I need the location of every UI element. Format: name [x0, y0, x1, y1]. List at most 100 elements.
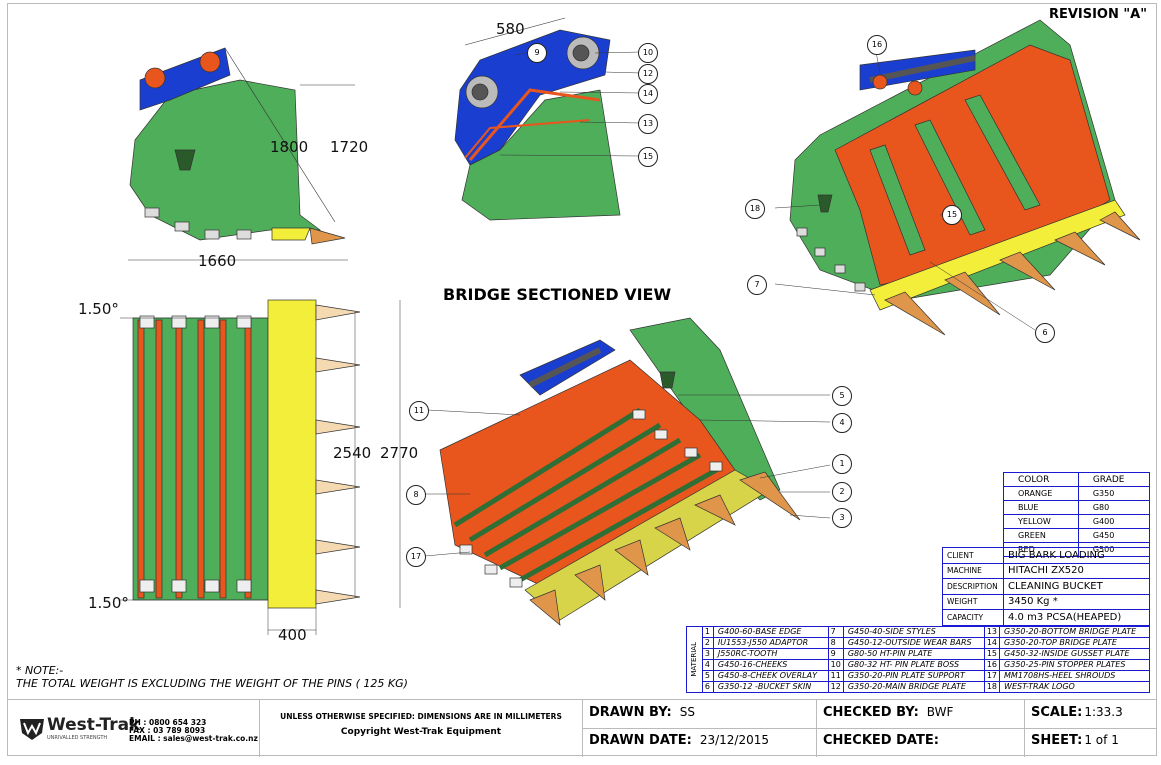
side-view: [128, 47, 355, 261]
grade-cell: G80: [1077, 500, 1151, 515]
item-number: 13: [983, 626, 1001, 638]
callout-2: 2: [832, 482, 852, 502]
item-desc: G350-20-PIN PLATE SUPPORT: [842, 670, 985, 682]
item-desc: G350-25-PIN STOPPER PLATES: [999, 659, 1150, 671]
info-value: HITACHI ZX520: [1003, 562, 1150, 579]
callout-10: 10: [638, 43, 658, 63]
plan-view: [120, 299, 401, 635]
phone: PH : 0800 654 323: [129, 718, 207, 727]
callout-17: 17: [406, 547, 426, 567]
item-desc: G450-16-CHEEKS: [712, 659, 829, 671]
item-desc: MM1708HS-HEEL SHROUDS: [999, 670, 1150, 682]
checked-by-value: BWF: [926, 705, 954, 719]
dim-height-inner: 1720: [330, 138, 369, 156]
fax: FAX : 03 789 8093: [129, 726, 206, 735]
item-number: 9: [827, 648, 844, 660]
item-desc: IU1553-J550 ADAPTOR: [712, 637, 829, 649]
company-logo-text: West-Trak: [47, 715, 141, 735]
callout-5: 5: [832, 386, 852, 406]
item-number: 5: [701, 670, 714, 682]
info-value: CLEANING BUCKET: [1003, 578, 1150, 595]
dim-height-outer: 1800: [270, 138, 309, 156]
sectioned-view: [424, 317, 831, 626]
scale-value: 1:33.3: [1084, 705, 1123, 719]
notes-cell: UNLESS OTHERWISE SPECIFIED: DIMENSIONS A…: [260, 700, 583, 757]
dim-width-outer: 2770: [380, 444, 419, 462]
grade-cell: G400: [1077, 514, 1151, 529]
callout-4: 4: [832, 413, 852, 433]
checked-by-label: CHECKED BY:: [823, 705, 919, 720]
section-view-title: BRIDGE SECTIONED VIEW: [443, 285, 672, 304]
header-grade: GRADE: [1077, 472, 1151, 487]
info-value: 4.0 m3 PCSA(HEAPED): [1003, 609, 1150, 626]
info-label: WEIGHT: [942, 593, 1004, 610]
item-number: 6: [701, 681, 714, 693]
callout-16: 16: [867, 35, 887, 55]
item-desc: G80-32 HT- PIN PLATE BOSS: [842, 659, 985, 671]
dim-bridge-width: 580: [496, 20, 525, 38]
info-value: 3450 Kg *: [1003, 593, 1150, 610]
color-cell: BLUE: [1003, 500, 1079, 515]
item-number: 15: [983, 648, 1001, 660]
item-number: 11: [827, 670, 844, 682]
sheet-label: SHEET:: [1031, 733, 1083, 748]
header-color: COLOR: [1003, 472, 1079, 487]
item-number: 8: [827, 637, 844, 649]
copyright: Copyright West-Trak Equipment: [340, 727, 502, 737]
item-number: 10: [827, 659, 844, 671]
callout-7: 7: [747, 275, 767, 295]
callout-15: 15: [638, 147, 658, 167]
callout-15b: 15: [942, 205, 962, 225]
item-desc: G350-12 -BUCKET SKIN: [712, 681, 829, 693]
note-title: * NOTE:-: [16, 664, 64, 677]
checked-date-cell: CHECKED DATE:: [817, 729, 1025, 757]
checked-by-cell: CHECKED BY: BWF: [817, 700, 1025, 729]
item-number: 1: [701, 626, 714, 638]
item-number: 3: [701, 648, 714, 660]
dim-width-inner: 2540: [333, 444, 372, 462]
callout-9: 9: [527, 43, 547, 63]
drawn-by-label: DRAWN BY:: [589, 705, 672, 720]
item-desc: G450-40-SIDE STYLES: [842, 626, 985, 638]
dim-edge-width: 400: [278, 626, 307, 644]
item-number: 7: [827, 626, 844, 638]
info-label: CLIENT: [942, 547, 1004, 564]
color-cell: ORANGE: [1003, 486, 1079, 501]
callout-13: 13: [638, 114, 658, 134]
item-desc: J550RC-TOOTH: [712, 648, 829, 660]
item-desc: WEST-TRAK LOGO: [999, 681, 1150, 693]
dim-depth: 1660: [198, 252, 237, 270]
callout-12: 12: [638, 64, 658, 84]
callout-3: 3: [832, 508, 852, 528]
item-desc: G450-12-OUTSIDE WEAR BARS: [842, 637, 985, 649]
info-label: DESCRIPTION: [942, 578, 1004, 595]
drawn-by-value: SS: [679, 705, 695, 719]
email[interactable]: EMAIL : sales@west-trak.co.nz: [129, 734, 258, 743]
sheet-value: 1 of 1: [1084, 733, 1119, 747]
item-desc: G400-60-BASE EDGE: [712, 626, 829, 638]
callout-8: 8: [406, 485, 426, 505]
bridge-detail-view: [454, 17, 641, 221]
callout-14: 14: [638, 84, 658, 104]
dim-angle-bottom: 1.50°: [88, 594, 129, 612]
color-cell: GREEN: [1003, 528, 1079, 543]
revision-label: REVISION "A": [1048, 7, 1147, 22]
item-desc: G350-20-TOP BRIDGE PLATE: [999, 637, 1150, 649]
checked-date-label: CHECKED DATE:: [823, 733, 939, 748]
item-number: 12: [827, 681, 844, 693]
callout-18: 18: [745, 199, 765, 219]
sheet-cell: SHEET:1 of 1: [1025, 729, 1157, 757]
color-cell: YELLOW: [1003, 514, 1079, 529]
note-text: THE TOTAL WEIGHT IS EXCLUDING THE WEIGHT…: [16, 677, 408, 690]
drawn-date-value: 23/12/2015: [699, 733, 769, 747]
item-number: 2: [701, 637, 714, 649]
item-number: 16: [983, 659, 1001, 671]
contact-info: PH : 0800 654 323 FAX : 03 789 8093 EMAI…: [129, 719, 258, 743]
west-trak-logo-icon: [20, 719, 44, 740]
company-cell: West-Trak UNRIVALLED STRENGTH PH : 0800 …: [7, 700, 260, 757]
grade-cell: G350: [1077, 486, 1151, 501]
info-value: BIG BARK LOADING: [1003, 547, 1150, 564]
